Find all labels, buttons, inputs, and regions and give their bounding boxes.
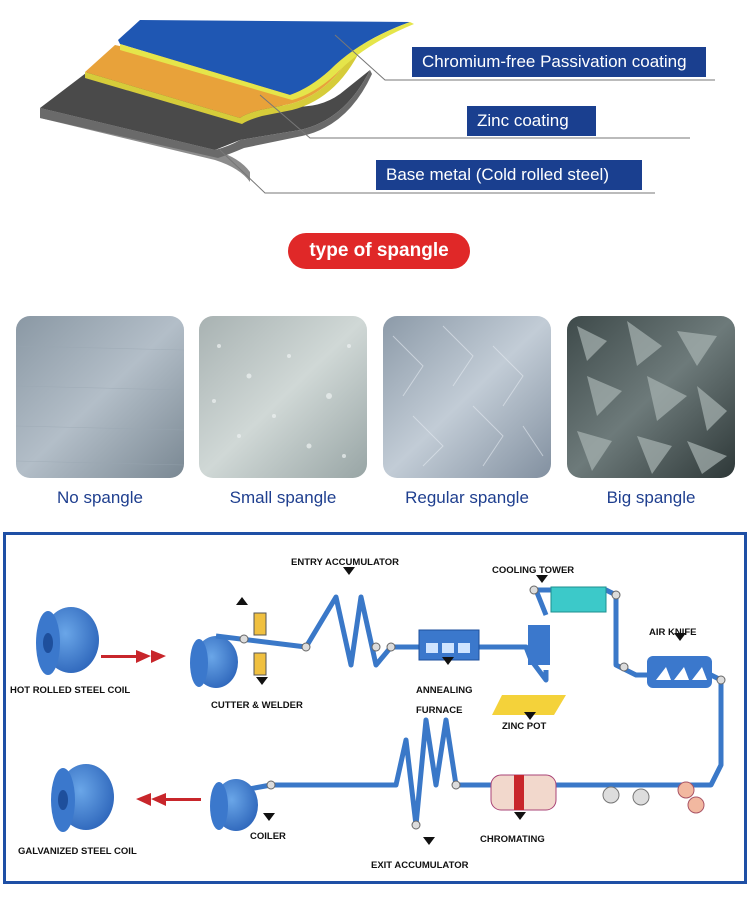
big-spangle-label: Big spangle <box>606 488 696 507</box>
galvanized-coil-label: GALVANIZED STEEL COIL <box>18 846 137 857</box>
exit-accumulator-label: EXIT ACCUMULATOR <box>371 860 469 871</box>
cooling-tower-label: COOLING TOWER <box>492 565 575 576</box>
passivation-coating-label: Chromium-free Passivation coating <box>412 47 706 77</box>
hot-rolled-coil-icon <box>36 607 99 675</box>
big-spangle-sample <box>567 316 735 478</box>
regular-spangle-sample <box>383 316 551 478</box>
air-knife-label: AIR KNIFE <box>649 627 697 638</box>
no-spangle-sample <box>16 316 184 478</box>
hot-rolled-coil-label: HOT ROLLED STEEL COIL <box>10 685 131 696</box>
no-spangle-label: No spangle <box>56 488 143 507</box>
entry-accumulator-label: ENTRY ACCUMULATOR <box>291 557 400 568</box>
zinc-pot-label: ZINC POT <box>502 721 547 732</box>
coating-layers-diagram: Chromium-free Passivation coating Zinc c… <box>0 0 750 205</box>
regular-spangle-label: Regular spangle <box>405 488 529 507</box>
input-arrow-icon <box>101 650 166 663</box>
spangle-section-title: type of spangle <box>288 233 470 269</box>
cutter-welder-label: CUTTER & WELDER <box>211 700 303 711</box>
coiler-label: COILER <box>250 831 286 842</box>
layer-illustration <box>40 20 715 194</box>
small-spangle-label: Small spangle <box>229 488 337 507</box>
chromating-label: CHROMATING <box>480 834 545 845</box>
annealing-label: ANNEALING <box>416 685 473 696</box>
galvanized-coil-icon <box>51 764 114 832</box>
process-flow-illustration <box>36 567 726 845</box>
base-metal-label: Base metal (Cold rolled steel) <box>376 160 642 190</box>
small-spangle-sample <box>199 316 367 478</box>
galvanizing-process-diagram: ENTRY ACCUMULATOR COOLING TOWER HOT ROLL… <box>3 532 747 884</box>
furnace-label: FURNACE <box>416 705 463 716</box>
zinc-coating-label: Zinc coating <box>467 106 596 136</box>
output-arrow-icon <box>136 793 201 806</box>
